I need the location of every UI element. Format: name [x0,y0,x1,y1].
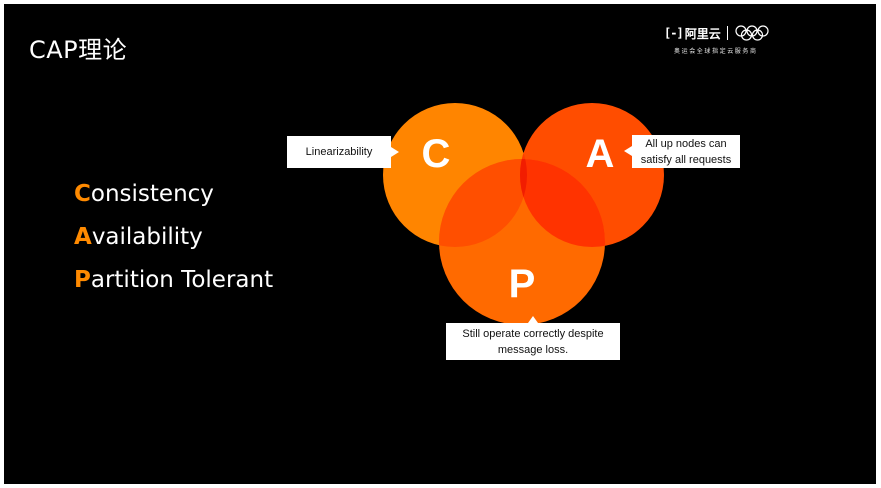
olympic-rings-icon [735,25,769,41]
term-initial: P [74,267,91,293]
venn-diagram: C A P [383,103,664,325]
aliyun-logo-icon: [-] [664,26,684,40]
logo-divider [726,26,728,40]
callout-availability: All up nodes can satisfy all requests [624,135,740,168]
callout-linearizability: Linearizability [287,136,399,168]
callout-text-block: Still operate correctly despite message … [462,326,603,358]
slide: CAP理论 [-] 阿里云 奥运会全球指定云服务商 Consistency Av… [4,4,876,484]
venn-label-p: P [509,262,536,306]
callout-line: All up nodes can [645,137,727,150]
term-initial: A [74,224,92,250]
cap-terms-list: Consistency Availability Partition Toler… [74,179,273,308]
term-initial: C [74,181,91,207]
callout-partition: Still operate correctly despite message … [446,316,620,360]
brand-row: [-] 阿里云 [664,23,782,43]
venn-label-c: C [422,132,451,176]
slide-title: CAP理论 [29,36,128,64]
brand-logo: [-] 阿里云 奥运会全球指定云服务商 [664,23,782,59]
callout-line: message loss. [497,343,569,356]
callout-text: Linearizability [305,146,373,158]
brand-tagline: 奥运会全球指定云服务商 [674,48,758,55]
brand-name: 阿里云 [684,26,721,41]
venn-label-a: A [586,132,615,176]
term-rest: artition Tolerant [90,267,274,293]
term-partition-tolerant: Partition Tolerant [74,265,273,308]
callout-line: Still operate correctly despite [462,327,604,340]
callout-line: satisfy all requests [640,153,732,166]
term-consistency: Consistency [74,179,273,222]
term-rest: onsistency [90,181,214,207]
term-availability: Availability [74,222,273,265]
callout-text-block: All up nodes can satisfy all requests [641,136,731,168]
term-rest: vailability [91,224,203,250]
